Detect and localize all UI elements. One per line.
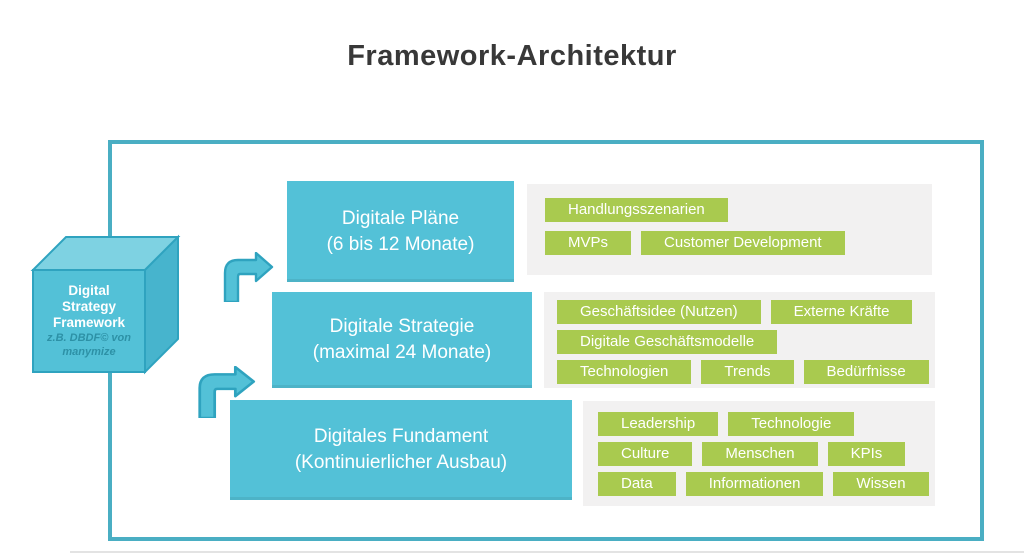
tag-leadership: Leadership	[598, 412, 719, 436]
tag-row: Geschäftsidee (Nutzen) Externe Kräfte	[557, 300, 935, 324]
level-sublabel: (6 bis 12 Monate)	[326, 233, 475, 255]
tag-handlungsszenarien: Handlungsszenarien	[545, 198, 728, 222]
tag-row: MVPs Customer Development	[545, 231, 932, 255]
digital-strategy-framework-cube	[28, 230, 190, 380]
level-box-digitale-plaene: Digitale Pläne (6 bis 12 Monate)	[287, 181, 514, 282]
tag-informationen: Informationen	[685, 472, 824, 496]
tag-row: Data Informationen Wissen	[598, 472, 935, 496]
cube-icon	[30, 234, 181, 375]
level-label: Digitale Strategie	[329, 316, 475, 338]
tag-menschen: Menschen	[702, 442, 818, 466]
level-box-digitale-strategie: Digitale Strategie (maximal 24 Monate)	[272, 292, 532, 388]
tag-technologie: Technologie	[728, 412, 855, 436]
level-sublabel: (Kontinuierlicher Ausbau)	[294, 452, 508, 473]
tag-row: Handlungsszenarien	[545, 198, 932, 222]
tag-mvps: MVPs	[545, 231, 632, 255]
tag-kpis: KPIs	[827, 442, 906, 466]
tag-externe-kr-fte: Externe Kräfte	[770, 300, 913, 324]
cube-sublabel-line: z.B. DBDF© von	[47, 331, 131, 344]
bent-arrow-icon-bottom	[198, 366, 256, 418]
tag-culture: Culture	[598, 442, 693, 466]
page-title: Framework-Architektur	[347, 40, 677, 72]
slide-bottom-divider	[70, 551, 1024, 553]
level-box-digitales-fundament: Digitales Fundament (Kontinuierlicher Au…	[230, 400, 572, 500]
cube-sublabel-line: manymize	[62, 345, 116, 358]
tag-row: Digitale Geschäftsmodelle	[557, 330, 935, 354]
tag-digitale-gesch-ftsmodelle: Digitale Geschäftsmodelle	[557, 330, 778, 354]
cube-label-line: Framework	[52, 315, 126, 331]
cube-label-line: Digital	[68, 282, 110, 298]
tag-row: Leadership Technologie	[598, 412, 935, 436]
tag-bed-rfnisse: Bedürfnisse	[803, 360, 929, 384]
tag-gesch-ftsidee-nutzen: Geschäftsidee (Nutzen)	[557, 300, 761, 324]
tag-data: Data	[598, 472, 676, 496]
tag-row: Culture Menschen KPIs	[598, 442, 935, 466]
bent-arrow-icon-top	[223, 252, 274, 302]
level-label: Digitales Fundament	[313, 426, 489, 448]
cube-label: Digital Strategy Framework z.B. DBDF© vo…	[33, 270, 145, 372]
tag-wissen: Wissen	[833, 472, 929, 496]
level-label: Digitale Pläne	[341, 207, 460, 229]
cube-front-face	[32, 269, 146, 373]
tag-customer-development: Customer Development	[641, 231, 845, 255]
tag-trends: Trends	[701, 360, 794, 384]
cube-label-line: Strategy	[61, 299, 117, 315]
tag-row: Technologien Trends Bedürfnisse	[557, 360, 935, 384]
tag-technologien: Technologien	[557, 360, 692, 384]
level-sublabel: (maximal 24 Monate)	[312, 342, 492, 363]
